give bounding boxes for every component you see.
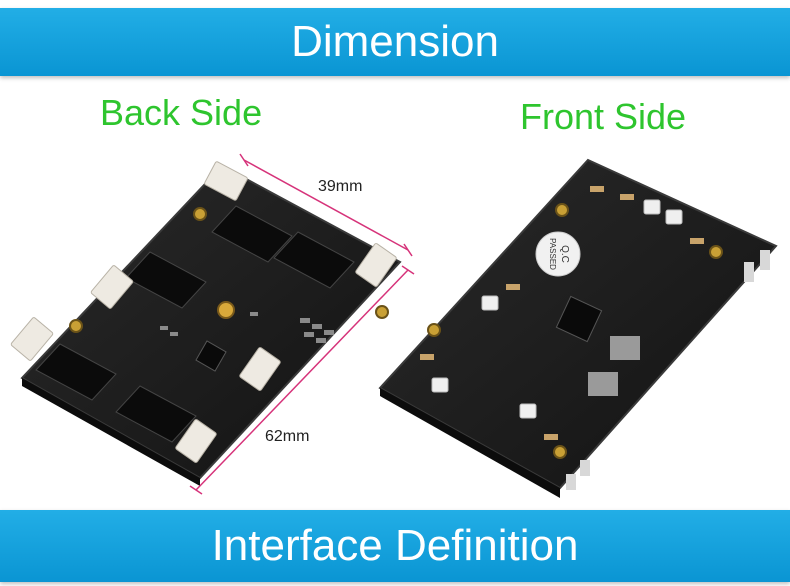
qc-passed-sticker: Q.C PASSED (535, 231, 581, 277)
svg-text:PASSED: PASSED (548, 238, 557, 270)
dimension-banner: Dimension (0, 8, 790, 76)
dimension-title: Dimension (291, 17, 499, 66)
front-side-board: Q.C PASSED (378, 158, 778, 498)
interface-definition-banner: Interface Definition (0, 510, 790, 582)
front-side-label: Front Side (520, 96, 687, 137)
length-dimension-label: 62mm (265, 428, 310, 445)
back-side-label: Back Side (100, 92, 263, 133)
svg-text:Q.C: Q.C (559, 245, 570, 263)
width-dimension-label: 39mm (318, 178, 363, 195)
interface-definition-title: Interface Definition (211, 521, 579, 570)
back-side-board (10, 161, 402, 486)
dimension-lines (189, 153, 415, 495)
